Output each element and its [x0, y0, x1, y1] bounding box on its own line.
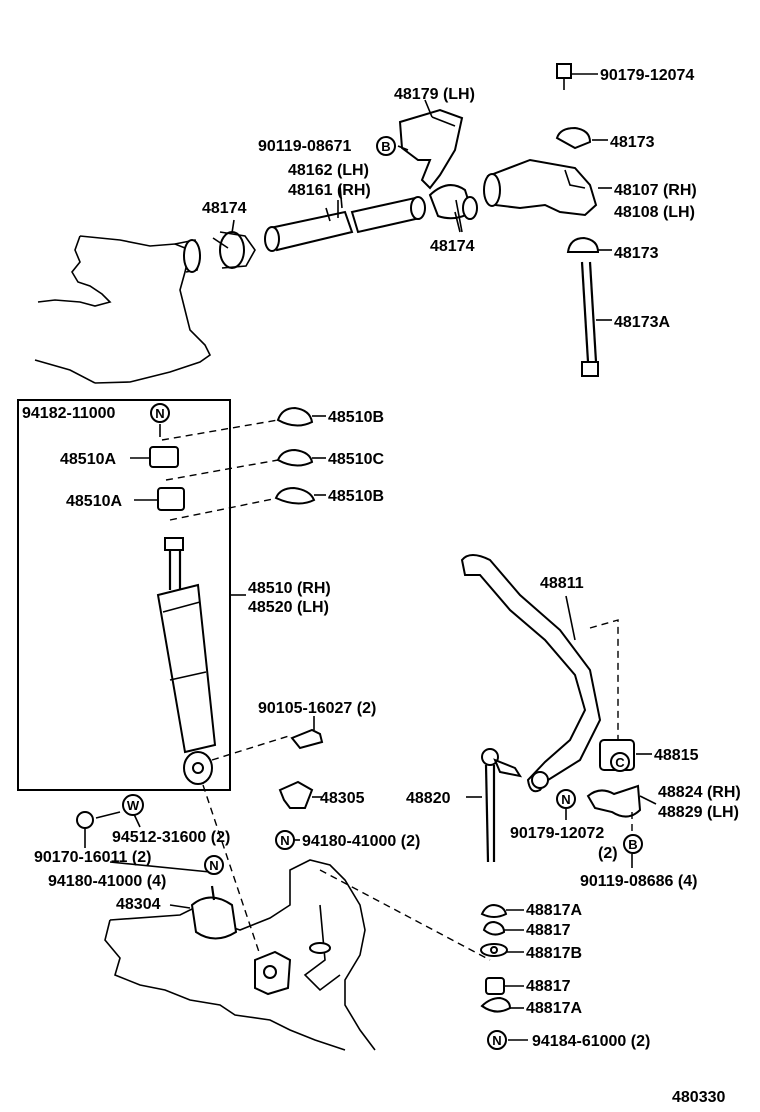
- callout-w: W: [122, 794, 144, 816]
- link-rod-48820-drawing: [466, 748, 523, 863]
- label-90105-16027: 90105-16027 (2): [258, 700, 376, 717]
- callout-n-90179-12072: N: [556, 789, 576, 809]
- callout-b-top: B: [376, 136, 396, 156]
- label-48174-right: 48174: [430, 238, 475, 255]
- label-48510A-1: 48510A: [60, 451, 116, 468]
- label-90170-16011: 90170-16011 (2): [34, 849, 151, 866]
- svg-text:B: B: [381, 139, 390, 154]
- label-48520: 48520 (LH): [248, 599, 329, 616]
- label-48162: 48162 (LH): [288, 162, 369, 179]
- svg-text:N: N: [280, 833, 289, 848]
- label-48174-left: 48174: [202, 200, 247, 217]
- bracket-48824-drawing: [586, 784, 657, 838]
- label-94182-11000: 94182-11000: [22, 405, 116, 422]
- label-48829: 48829 (LH): [658, 804, 739, 821]
- bolt-90105-drawing: [290, 716, 324, 750]
- label-94512-31600: 94512-31600 (2): [112, 829, 230, 846]
- leaders-top: [231, 145, 612, 234]
- label-48510B-1: 48510B: [328, 409, 384, 426]
- mount-48304-drawing: [169, 885, 238, 940]
- nut-90179-12074-drawing: [556, 63, 598, 90]
- label-48817B: 48817B: [526, 945, 582, 962]
- bracket-48179-drawing: [398, 99, 464, 190]
- label-48107: 48107 (RH): [614, 182, 697, 199]
- steering-knuckle-drawing: [34, 235, 212, 384]
- label-48510: 48510 (RH): [248, 580, 331, 597]
- label-48179: 48179 (LH): [394, 86, 475, 103]
- label-48817-1: 48817: [526, 922, 571, 939]
- svg-text:N: N: [155, 406, 164, 421]
- label-48173-mid: 48173: [614, 245, 659, 262]
- label-90179-12074: 90179-12074: [600, 67, 694, 84]
- label-94184-61000: 94184-61000 (2): [532, 1033, 650, 1050]
- label-90179-12072: 90179-12072: [510, 825, 604, 842]
- label-48108: 48108 (LH): [614, 204, 695, 221]
- diagram-number: 480330: [672, 1089, 725, 1106]
- label-90119-08671: 90119-08671: [258, 138, 352, 155]
- boot-48174-left-drawing: [212, 231, 256, 269]
- callout-b-lower: B: [623, 834, 643, 854]
- label-48811: 48811: [540, 575, 584, 592]
- label-48304: 48304: [116, 896, 161, 913]
- stabilizer-bar-drawing: [460, 554, 619, 793]
- bumper-48305-drawing: [278, 780, 322, 809]
- svg-text:C: C: [615, 755, 625, 770]
- svg-text:W: W: [127, 798, 140, 813]
- label-90119-08686: 90119-08686 (4): [580, 873, 697, 890]
- nut-90170-drawing: [76, 811, 121, 848]
- callout-n-94180-right: N: [275, 830, 295, 850]
- callout-c: C: [610, 752, 630, 772]
- label-48815: 48815: [654, 747, 699, 764]
- label-48510B-2: 48510B: [328, 488, 384, 505]
- label-94180-41000-right: 94180-41000 (2): [302, 833, 420, 850]
- label-48173-top: 48173: [610, 134, 655, 151]
- callout-n-shock: N: [150, 403, 170, 423]
- label-48820: 48820: [406, 790, 451, 807]
- label-48173A: 48173A: [614, 314, 670, 331]
- callout-n-94184: N: [487, 1030, 507, 1050]
- cushion-stack-48817-drawing: [480, 903, 524, 1013]
- shock-absorber-drawing: [149, 446, 217, 785]
- svg-text:N: N: [492, 1033, 501, 1048]
- boot-48174-right-drawing: [428, 184, 478, 233]
- axle-shaft-drawing: [264, 196, 426, 252]
- svg-text:N: N: [561, 792, 570, 807]
- label-48824: 48824 (RH): [658, 784, 741, 801]
- cushion-48173-top-drawing: [555, 126, 608, 150]
- svg-text:B: B: [628, 837, 637, 852]
- bolt-48173A-drawing: [566, 236, 612, 377]
- label-48817A-1: 48817A: [526, 902, 582, 919]
- washers-48510-drawing: [274, 406, 326, 505]
- label-48510A-2: 48510A: [66, 493, 122, 510]
- callout-n-94180-left: N: [204, 855, 224, 875]
- label-qty-2: (2): [598, 845, 618, 862]
- label-94180-41000-left: 94180-41000 (4): [48, 873, 166, 890]
- label-48305: 48305: [320, 790, 365, 807]
- label-48510C: 48510C: [328, 451, 384, 468]
- label-48817A-2: 48817A: [526, 1000, 582, 1017]
- label-48161: 48161 (RH): [288, 182, 371, 199]
- housing-48107-drawing: [483, 158, 598, 217]
- shock-leaders: [130, 419, 293, 956]
- svg-text:N: N: [209, 858, 218, 873]
- label-48817-2: 48817: [526, 978, 571, 995]
